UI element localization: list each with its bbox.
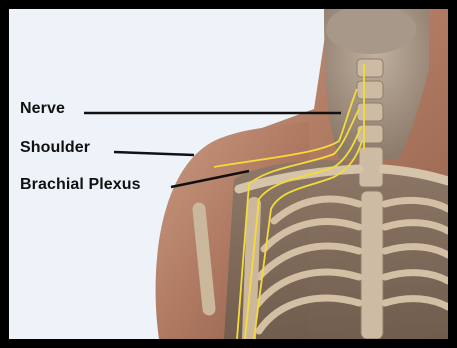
nerve-label: Nerve <box>20 100 65 118</box>
shoulder-label: Shoulder <box>20 139 90 157</box>
brachial-plexus-label: Brachial Plexus <box>20 176 141 194</box>
anatomy-illustration <box>9 9 448 339</box>
shoulder-leader-line <box>114 152 194 155</box>
